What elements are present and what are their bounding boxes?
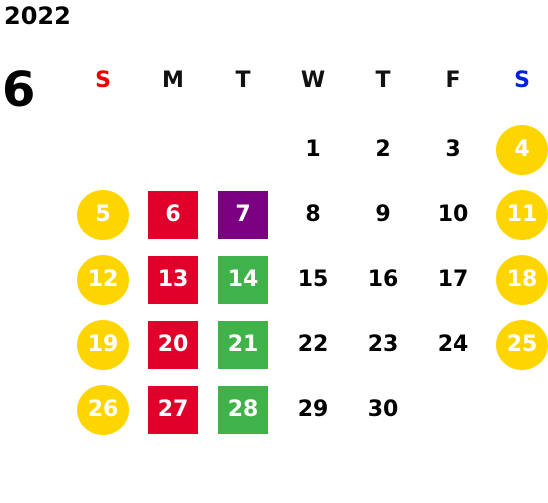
year-label: 2022	[4, 2, 71, 30]
day-cell-16[interactable]: 16	[367, 267, 399, 292]
day-cell-25[interactable]: 25	[496, 320, 548, 370]
day-cell-8[interactable]: 8	[305, 202, 321, 227]
day-cell-23[interactable]: 23	[367, 332, 399, 357]
day-cell-19[interactable]: 19	[77, 320, 129, 370]
weekday-3: T	[235, 68, 251, 93]
day-cell-17[interactable]: 17	[437, 267, 469, 292]
weekday-7: S	[514, 68, 530, 93]
day-cell-21[interactable]: 21	[218, 321, 268, 369]
day-cell-29[interactable]: 29	[297, 397, 329, 422]
day-cell-2[interactable]: 2	[375, 137, 391, 162]
day-cell-12[interactable]: 12	[77, 255, 129, 305]
day-cell-24[interactable]: 24	[437, 332, 469, 357]
day-cell-4[interactable]: 4	[496, 125, 548, 175]
day-cell-27[interactable]: 27	[148, 386, 198, 434]
weekday-2: M	[162, 68, 184, 93]
day-cell-13[interactable]: 13	[148, 256, 198, 304]
day-cell-5[interactable]: 5	[77, 190, 129, 240]
month-label: 6	[2, 62, 36, 118]
day-cell-10[interactable]: 10	[437, 202, 469, 227]
day-cell-28[interactable]: 28	[218, 386, 268, 434]
day-cell-30[interactable]: 30	[367, 397, 399, 422]
day-cell-3[interactable]: 3	[445, 137, 461, 162]
day-cell-20[interactable]: 20	[148, 321, 198, 369]
day-cell-14[interactable]: 14	[218, 256, 268, 304]
day-cell-6[interactable]: 6	[148, 191, 198, 239]
day-cell-1[interactable]: 1	[305, 137, 321, 162]
weekday-4: W	[300, 68, 326, 93]
day-cell-22[interactable]: 22	[297, 332, 329, 357]
day-cell-11[interactable]: 11	[496, 190, 548, 240]
weekday-6: F	[445, 68, 461, 93]
day-cell-7[interactable]: 7	[218, 191, 268, 239]
weekday-5: T	[375, 68, 391, 93]
day-cell-18[interactable]: 18	[496, 255, 548, 305]
day-cell-9[interactable]: 9	[375, 202, 391, 227]
day-cell-26[interactable]: 26	[77, 385, 129, 435]
weekday-1: S	[95, 68, 111, 93]
day-cell-15[interactable]: 15	[297, 267, 329, 292]
